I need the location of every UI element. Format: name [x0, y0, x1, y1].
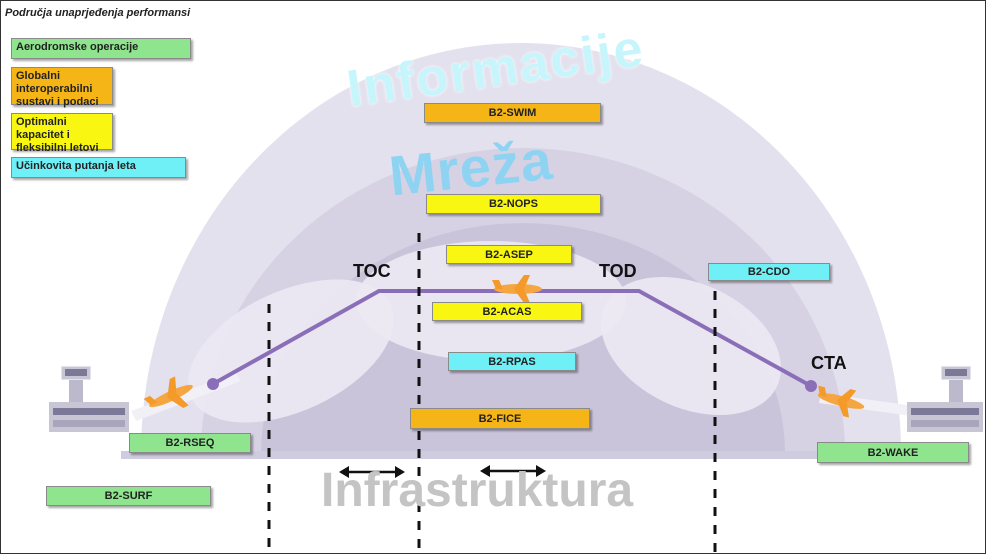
- legend-optimal-capacity: Optimalni kapacitet i fleksibilni letovi: [11, 113, 113, 154]
- module-b2-cdo: B2-CDO: [708, 263, 830, 281]
- legend-global-interoperable-systems: Globalni interoperabilni sustavi i podac…: [11, 67, 113, 108]
- airplane-icon: [492, 275, 542, 303]
- departure-point: [207, 378, 219, 390]
- performance-areas-title: Područja unaprjeđenja performansi: [5, 7, 191, 19]
- module-b2-rpas: B2-RPAS: [448, 352, 576, 371]
- control-tower-icon: [49, 365, 129, 432]
- module-b2-surf: B2-SURF: [46, 486, 211, 506]
- airplane-icon: [143, 376, 193, 408]
- legend-aerodrome-operations: Aerodromske operacije: [11, 38, 191, 59]
- module-b2-rseq: B2-RSEQ: [129, 433, 251, 453]
- toc-label: TOC: [353, 261, 391, 281]
- dome-base: [121, 451, 921, 459]
- enroute-ellipse: [356, 241, 626, 361]
- module-b2-swim: B2-SWIM: [424, 103, 601, 123]
- module-b2-acas: B2-ACAS: [432, 302, 582, 321]
- module-b2-fice: B2-FICE: [410, 408, 590, 429]
- double-arrow-icon: [480, 465, 546, 477]
- legend-efficient-flight-path: Učinkovita putanja leta: [11, 157, 186, 178]
- module-b2-wake: B2-WAKE: [817, 442, 969, 463]
- arrival-ellipse: [601, 276, 781, 416]
- module-b2-nops: B2-NOPS: [426, 194, 601, 214]
- module-b2-asep: B2-ASEP: [446, 245, 572, 264]
- cta-label: CTA: [811, 353, 847, 373]
- departure-ellipse: [188, 279, 394, 423]
- control-tower-icon: [907, 365, 983, 432]
- infrastructure-layer-label: Infrastruktura: [321, 464, 634, 517]
- double-arrow-icon: [339, 466, 405, 478]
- cta-point: [805, 380, 817, 392]
- tod-label: TOD: [599, 261, 637, 281]
- airplane-icon: [817, 385, 865, 418]
